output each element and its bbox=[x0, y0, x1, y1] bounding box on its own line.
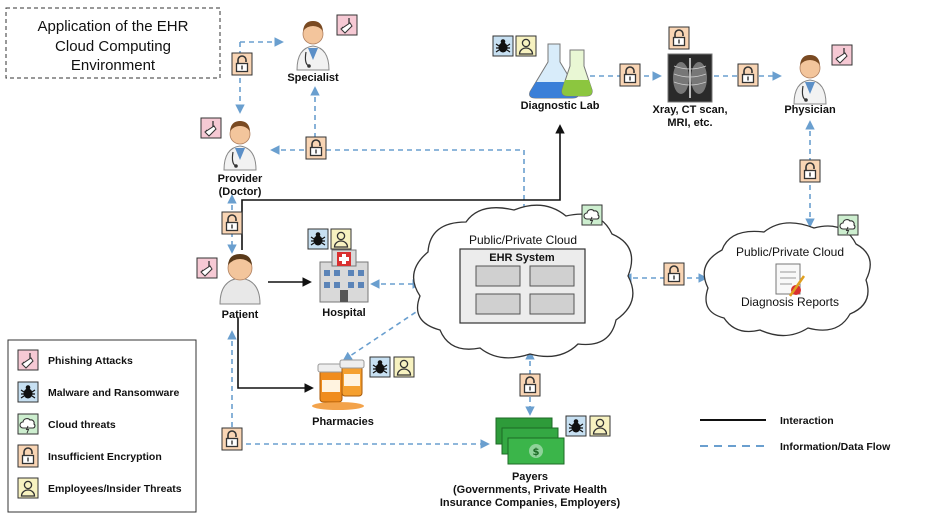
legend-interaction: Interaction bbox=[780, 415, 834, 427]
specialist-avatar bbox=[296, 20, 330, 71]
flow-provider-cloud bbox=[270, 145, 525, 228]
payers-label-3: Insurance Companies, Employers) bbox=[440, 497, 621, 509]
diagnosis-reports-label: Diagnosis Reports bbox=[741, 295, 839, 309]
physician-label: Physician bbox=[784, 104, 836, 116]
cloud-threat-icon bbox=[581, 204, 603, 226]
title-line-2: Cloud Computing bbox=[55, 38, 171, 55]
malware-icon bbox=[307, 228, 329, 250]
insider-icon bbox=[17, 477, 39, 499]
reports-cloud-label: Public/Private Cloud bbox=[736, 245, 844, 259]
physician-node: Physician bbox=[784, 44, 853, 183]
legend-item-cloud: Cloud threats bbox=[48, 419, 116, 431]
lock-icon bbox=[619, 63, 641, 87]
payers-node: $ Payers (Governments, Private Health In… bbox=[440, 373, 621, 509]
patient-label: Patient bbox=[222, 309, 259, 321]
insider-icon bbox=[515, 35, 537, 57]
malware-icon bbox=[492, 35, 514, 57]
provider-label-1: Provider bbox=[218, 173, 263, 185]
insider-icon bbox=[589, 415, 611, 437]
lock-icon bbox=[305, 136, 327, 160]
lock-icon bbox=[17, 444, 39, 468]
lock-icon bbox=[737, 63, 759, 87]
malware-icon bbox=[369, 356, 391, 378]
malware-icon bbox=[17, 381, 39, 403]
phishing-icon bbox=[17, 349, 39, 371]
lock-icon bbox=[519, 373, 541, 397]
provider-node: Provider (Doctor) bbox=[200, 117, 263, 235]
title-box: Application of the EHR Cloud Computing E… bbox=[5, 7, 221, 79]
payers-label-1: Payers bbox=[512, 471, 548, 483]
title-line-3: Environment bbox=[71, 57, 156, 74]
provider-avatar bbox=[223, 120, 257, 171]
diagnostic-lab-label: Diagnostic Lab bbox=[521, 100, 600, 112]
imaging-label-1: Xray, CT scan, bbox=[653, 104, 728, 116]
hospital-label: Hospital bbox=[322, 307, 365, 319]
legend-item-encryption: Insufficient Encryption bbox=[48, 451, 162, 463]
phishing-icon bbox=[831, 44, 853, 66]
diagnostic-lab-node: Diagnostic Lab bbox=[492, 35, 600, 112]
lock-icon bbox=[221, 427, 243, 451]
legend-item-insider: Employees/Insider Threats bbox=[48, 483, 182, 495]
svg-text:$: $ bbox=[533, 447, 540, 458]
physician-avatar bbox=[793, 54, 827, 105]
malware-icon bbox=[565, 415, 587, 437]
insider-icon bbox=[393, 356, 415, 378]
pharmacies-label: Pharmacies bbox=[312, 416, 374, 428]
phishing-icon bbox=[336, 14, 358, 36]
pharmacies-node: Pharmacies bbox=[312, 356, 415, 428]
title-line-1: Application of the EHR bbox=[38, 18, 189, 35]
threat-legend: Phishing Attacks Malware and Ransomware … bbox=[7, 339, 197, 513]
patient-node: Patient bbox=[196, 254, 261, 321]
specialist-node: Specialist bbox=[231, 14, 358, 160]
line-legend: Interaction Information/Data Flow bbox=[700, 415, 891, 453]
cloud-threat-icon bbox=[837, 214, 859, 236]
imaging-label-2: MRI, etc. bbox=[667, 117, 712, 129]
payers-label-2: (Governments, Private Health bbox=[453, 484, 607, 496]
legend-data-flow: Information/Data Flow bbox=[780, 441, 891, 453]
provider-label-2: (Doctor) bbox=[219, 186, 262, 198]
lock-icon bbox=[668, 26, 690, 50]
interaction-patient-pharmacy bbox=[237, 318, 314, 393]
phishing-icon bbox=[196, 257, 218, 279]
legend-item-malware: Malware and Ransomware bbox=[48, 387, 179, 399]
lock-icon bbox=[799, 159, 821, 183]
specialist-label: Specialist bbox=[287, 72, 339, 84]
ehr-system-label: EHR System bbox=[489, 252, 555, 264]
money-stack-icon: $ bbox=[495, 417, 565, 465]
lock-icon bbox=[221, 211, 243, 235]
lock-icon bbox=[231, 52, 253, 76]
imaging-node: Xray, CT scan, MRI, etc. bbox=[653, 26, 728, 129]
insider-icon bbox=[330, 228, 352, 250]
lock-icon bbox=[663, 262, 685, 286]
hospital-node: Hospital bbox=[307, 228, 369, 319]
cloud-threat-icon bbox=[17, 413, 39, 435]
main-cloud: Public/Private Cloud EHR System bbox=[412, 204, 634, 359]
phishing-icon bbox=[200, 117, 222, 139]
legend-item-phishing: Phishing Attacks bbox=[48, 355, 133, 367]
reports-cloud: Public/Private Cloud Diagnosis Reports bbox=[703, 214, 871, 337]
main-cloud-label: Public/Private Cloud bbox=[469, 233, 577, 247]
